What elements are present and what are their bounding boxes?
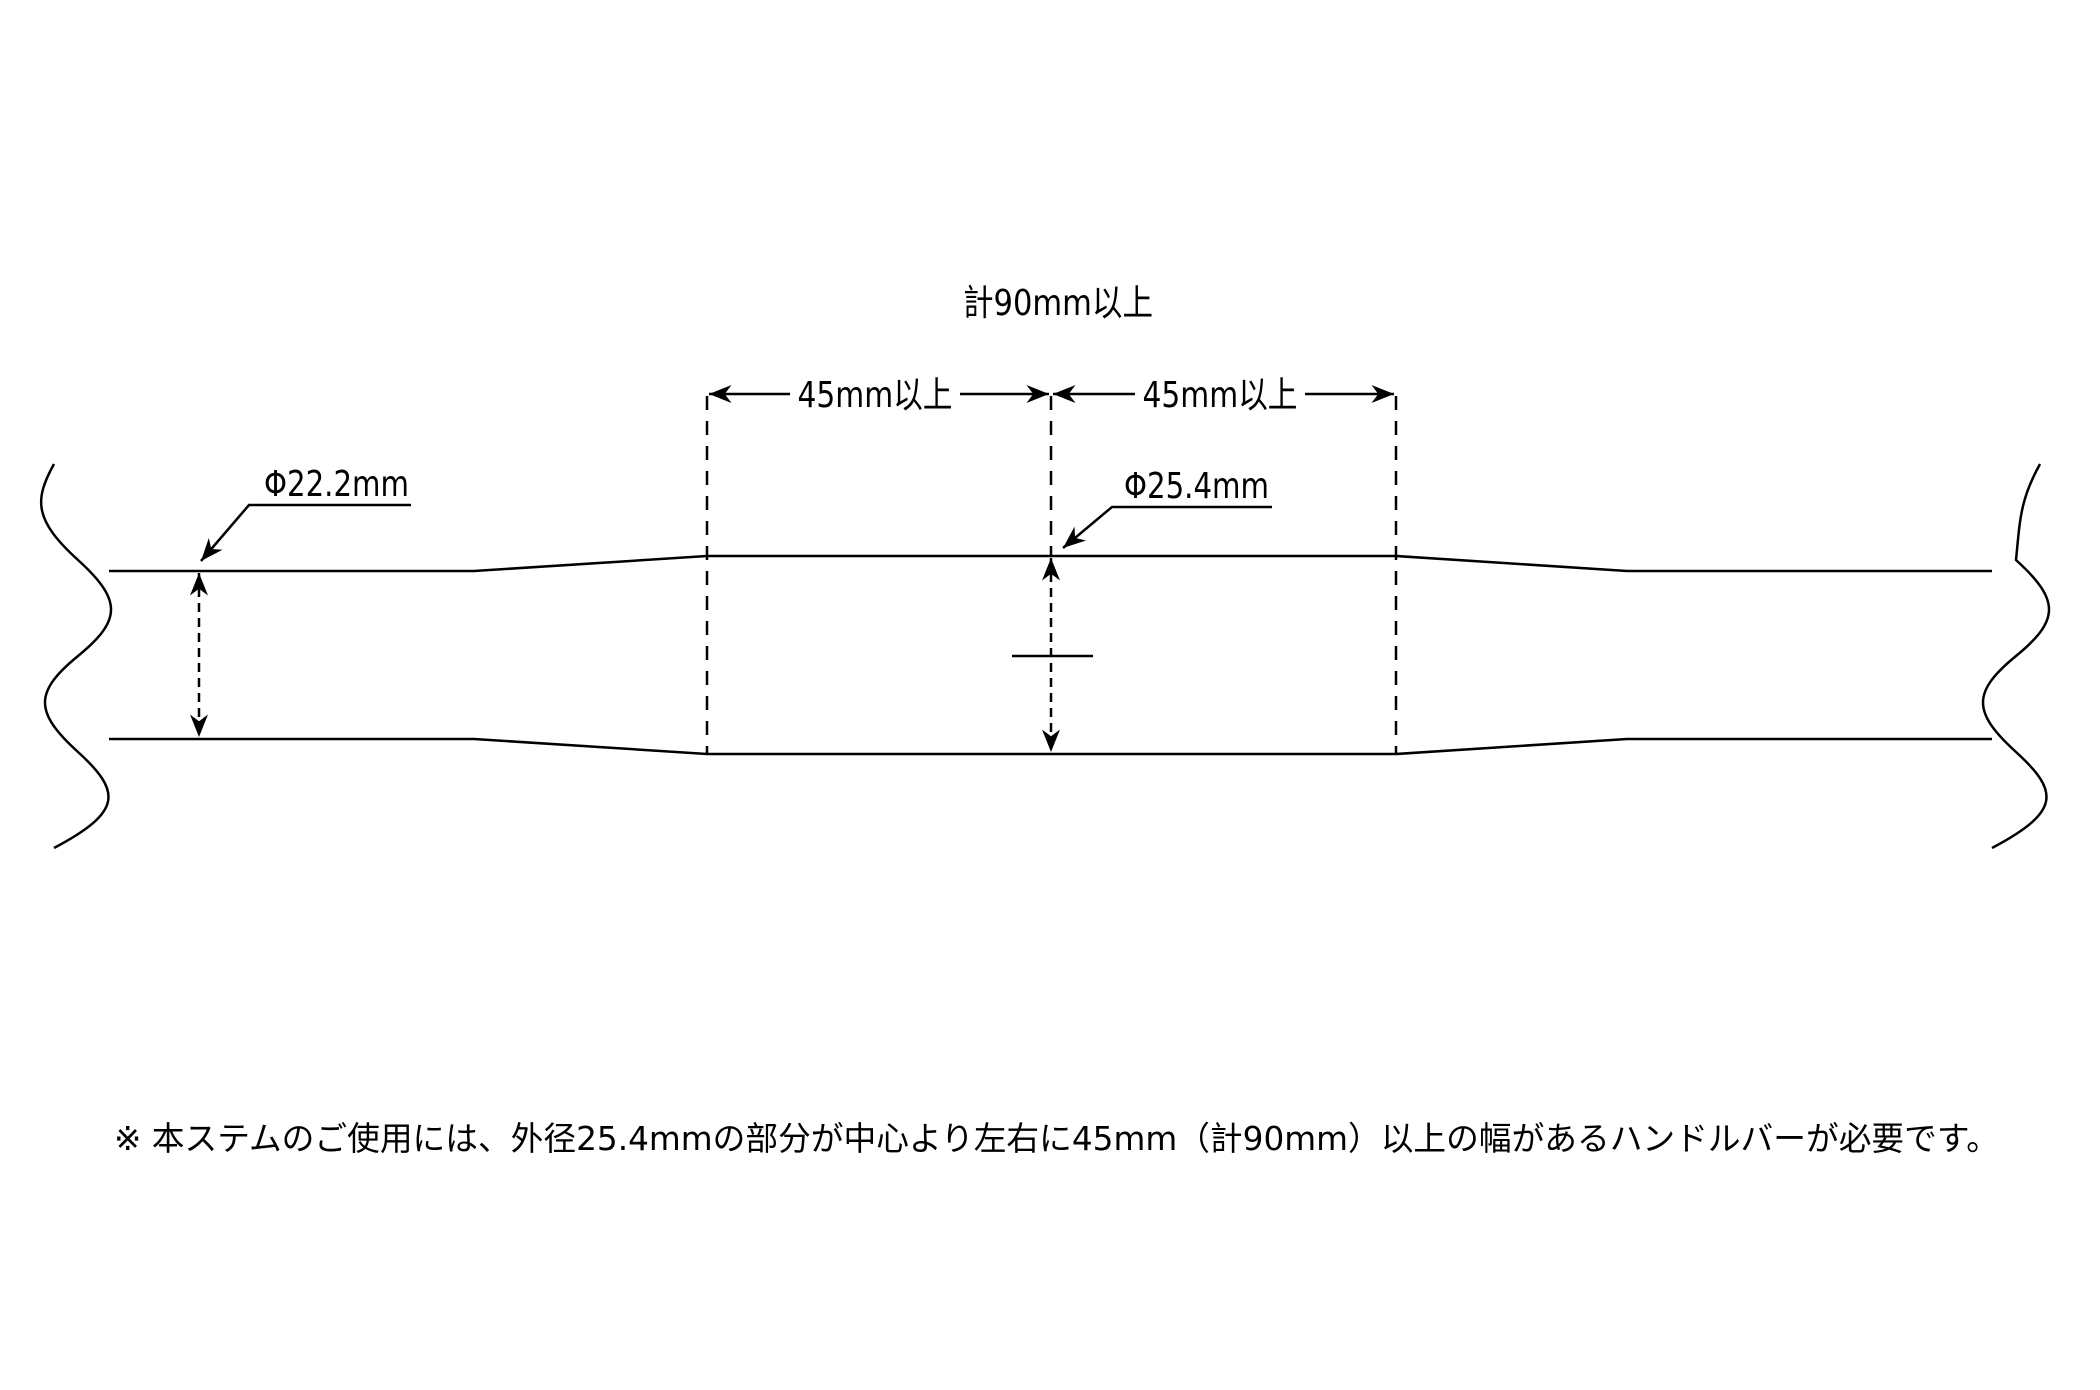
small-diameter-leader <box>200 503 411 562</box>
usage-note: ※ 本ステムのご使用には、外径25.4mmの部分が中心より左右に45mm（計90… <box>114 1119 1999 1158</box>
small-diameter-label: Φ22.2mm <box>264 464 409 505</box>
left-half-label: 45mm以上 <box>798 375 953 416</box>
break-line-left <box>40 463 113 850</box>
break-line-right <box>1981 463 2051 850</box>
right-half-label: 45mm以上 <box>1143 375 1298 416</box>
large-diameter-label: Φ25.4mm <box>1124 466 1269 507</box>
bar-bottom-edge <box>109 737 1992 756</box>
total-width-label: 計90mm以上 <box>963 283 1153 324</box>
large-diameter-leader <box>1062 505 1272 549</box>
